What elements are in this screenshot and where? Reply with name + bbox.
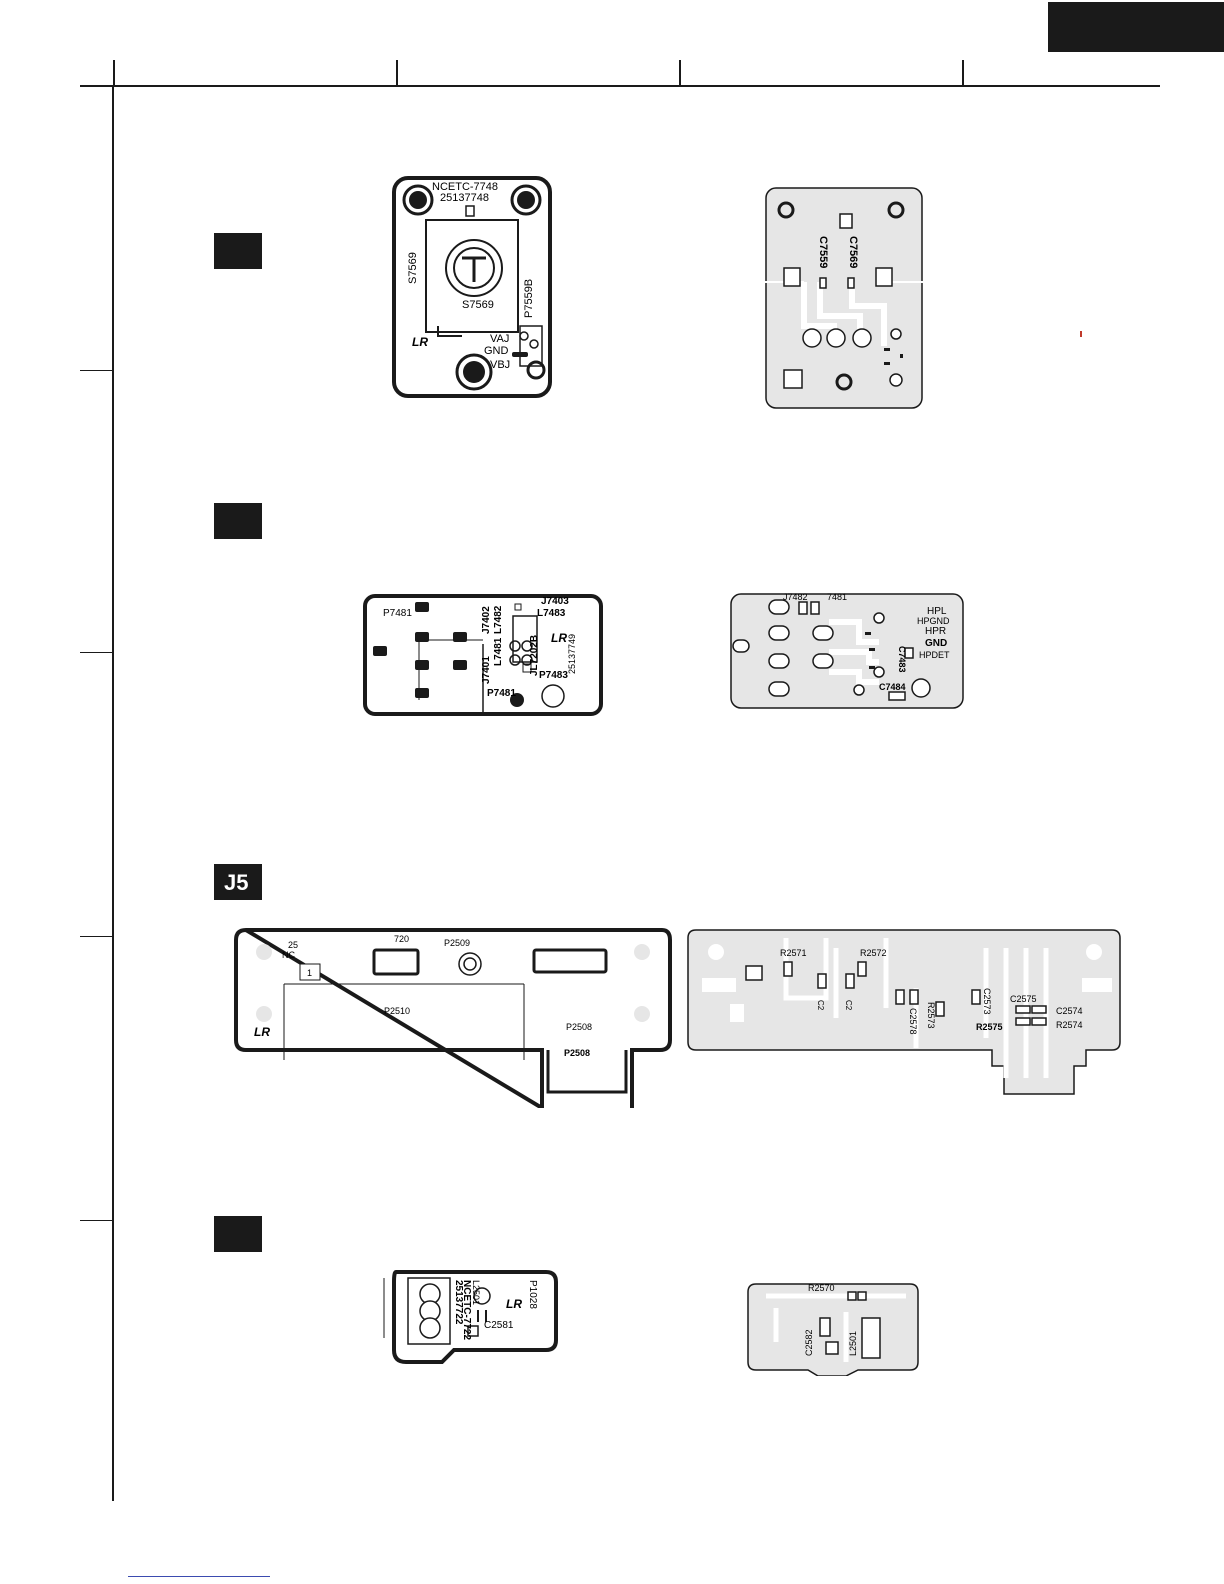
board2-j1: J7402 [481,606,492,634]
row-tick [80,936,114,937]
board3-frag1: 25 [288,940,298,950]
board2-back-top2: 7481 [827,592,847,602]
board4-back-r1: R2570 [808,1283,835,1293]
board4-connector: P1028 [527,1280,538,1309]
board1-pin1: VAJ [490,333,509,345]
row-tick [80,370,114,371]
board3-r4: R2575 [976,1022,1003,1032]
board4-cap: C2581 [484,1320,514,1331]
board3-p2: P2508 [566,1022,592,1032]
header-divider [113,60,115,87]
board3-r5: R2574 [1056,1020,1083,1030]
board4-front: 25137722 NCETC-7722 L2501 P1028 C2581 LR [383,1270,558,1364]
board1-back: C7559 C7569 [764,187,924,409]
board1-switch: S7569 [462,299,494,311]
board3-c5: C2575 [1010,994,1037,1004]
board2-p1: P7481 [383,608,412,619]
board2-j2: J7401 [481,656,492,684]
board3-r3: R2573 [926,1002,936,1029]
board4-line1: 25137722 [453,1280,464,1325]
board3-p1: P2510 [384,1006,410,1016]
board2-l3: L7483 [537,608,566,619]
board2-l1: L7482 [493,605,504,634]
lr-logo: LR [412,335,428,349]
board1-connector: P7559B [523,279,535,318]
board4-line3: L2501 [471,1280,481,1305]
board3-c2: C2 [844,1000,853,1011]
board3-c3: C2578 [908,1008,918,1035]
row-tick [80,1220,114,1221]
section-tag: J5 [214,864,262,900]
board1-pin3: VBJ [490,359,510,371]
board1-cap2: C7569 [847,236,859,268]
board2-j4: J7403 [541,596,569,607]
board2-number: 25137749 [567,634,577,674]
board3-pin1: 1 [307,968,312,978]
board1-part: NCETC-7748 [432,181,498,193]
board3-c6: C2574 [1056,1006,1083,1016]
board2-back: J7482 7481 HPL HPGND HPR GND HPDET C7483… [730,592,964,709]
hp-label-hpl: HPL [927,606,947,617]
page-corner-tab [1048,2,1224,52]
board1-front: NCETC-7748 25137748 S7569 S7569 P7559B V… [392,176,552,398]
board2-back-cap1: C7483 [897,646,907,673]
section-tag-label: J5 [224,870,249,895]
hp-label-hpdet: HPDET [919,650,950,660]
board1-number: 25137748 [440,192,489,204]
board3-c4: C2573 [982,988,992,1015]
board2-j3: JL7202B [529,635,540,676]
header-divider [962,60,964,87]
section-tag [214,233,262,269]
footer-link-underline[interactable] [128,1576,270,1577]
header-divider [679,60,681,87]
board3-c1: C2 [816,1000,825,1011]
lr-logo: LR [551,631,567,645]
hp-label-hpgnd: HPGND [917,616,950,626]
section-tag [214,503,262,539]
board4-back-l1: L2501 [848,1331,858,1356]
board2-p2: P7483 [539,670,568,681]
board2-l2: L7481 [493,637,504,666]
lr-logo: LR [254,1025,270,1039]
board4-back: R2570 C2582 L2501 [747,1283,919,1376]
board4-back-c1: C2582 [804,1329,814,1356]
board2-p3: P7481 [487,688,516,699]
red-mark [1080,331,1082,337]
board3-r1: R2571 [780,948,807,958]
board1-cap1: C7559 [817,236,829,268]
board3-r2: R2572 [860,948,887,958]
board3-front: 25 NC 1 720 P2509 P2510 P2508 P2508 LR [234,928,672,1108]
board2-back-top1: J7482 [783,592,808,602]
header-divider [396,60,398,87]
board3-frag3: 720 [394,934,409,944]
board3-frag4: P2509 [444,938,470,948]
board3-p3: P2508 [564,1048,590,1058]
left-margin-rule [112,85,114,1501]
section-tag [214,1216,262,1252]
hp-label-hpr: HPR [925,626,946,637]
row-tick [80,652,114,653]
lr-logo: LR [506,1297,522,1311]
board3-frag2: NC [282,950,295,960]
board2-front: P7481 J7402 L7482 L7481 J7401 JL7202B J7… [363,594,603,716]
header-rule [80,85,1160,87]
hp-label-gnd: GND [925,638,947,649]
board4-line2: NCETC-7722 [461,1280,472,1340]
board2-back-cap2: C7484 [879,682,906,692]
board1-switch-side: S7569 [407,252,419,284]
board1-pin2: GND [484,345,509,357]
board3-back: R2571 R2572 C2 C2 R2573 C2578 C2573 C257… [687,929,1121,1095]
